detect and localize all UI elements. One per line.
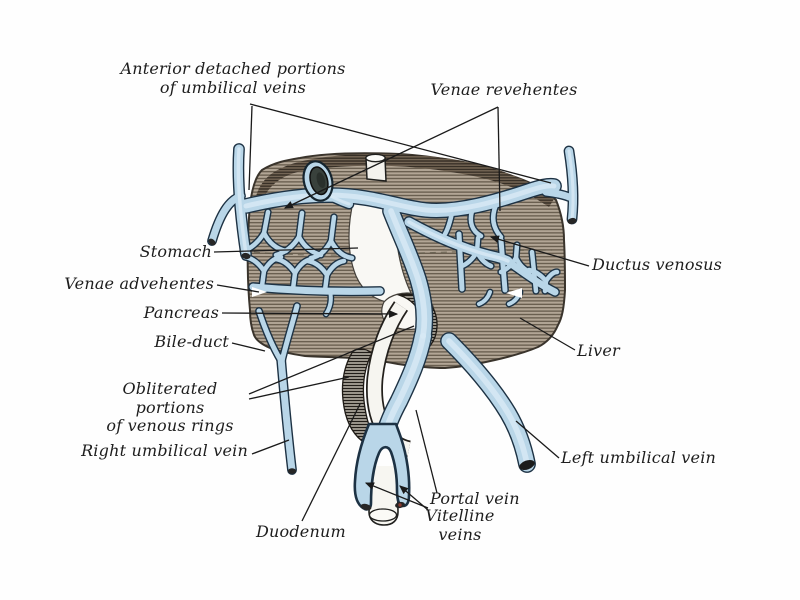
- vein-segment: [498, 237, 508, 293]
- vein-segment: [474, 235, 481, 255]
- vein-segment: [324, 289, 333, 316]
- label-pancreas: Pancreas: [143, 303, 219, 322]
- vein-segment: [456, 231, 465, 292]
- leader-liver: [519, 317, 576, 351]
- leader-venae-revehentes-left: [283, 106, 499, 209]
- vein-segment: [477, 290, 492, 306]
- leader-vitelline-left: [364, 482, 429, 509]
- vitelline-red-dot: [398, 503, 402, 507]
- label-duodenum: Duodenum: [256, 522, 346, 541]
- label-portal-vein: Portal vein: [430, 489, 520, 508]
- label-obliterated-portions: Obliterated portions of venous rings: [106, 379, 234, 436]
- vein-segment: [567, 149, 575, 221]
- label-venae-revehentes: Venae revehentes: [430, 80, 578, 99]
- leader-portal-vein: [415, 409, 438, 494]
- leader-bile-duct: [231, 342, 266, 352]
- leader-stomach: [213, 247, 359, 253]
- vitelline-vein-open-tube: [368, 465, 399, 526]
- label-stomach: Stomach: [139, 242, 212, 261]
- vein-segment: [259, 268, 267, 289]
- leader-venae-revehentes-right: [497, 106, 501, 212]
- label-right-umbilical-vein: Right umbilical vein: [81, 441, 248, 460]
- vein-segment: [290, 270, 298, 292]
- vein-segment: [324, 258, 347, 278]
- vein-segment: [296, 210, 305, 240]
- vein-segment: [407, 220, 510, 263]
- vein-segment: [442, 210, 455, 237]
- vein-segment: [328, 214, 337, 244]
- vein-segment: [236, 147, 248, 256]
- leader-vitelline-right: [399, 485, 429, 511]
- leader-obliterated-upper: [248, 325, 415, 395]
- umbilical-vein-stump-cylinder: [365, 153, 387, 182]
- vein-segment: [273, 256, 298, 276]
- vein-segment: [277, 354, 296, 474]
- vein-segment: [261, 254, 284, 274]
- leader-pancreas: [221, 310, 399, 318]
- white-arrow-right: [506, 288, 522, 298]
- leader-anterior-right: [249, 103, 552, 184]
- vein-segment: [491, 202, 504, 240]
- label-left-umbilical-vein: Left umbilical vein: [561, 448, 717, 467]
- white-arrow-left: [252, 287, 267, 297]
- leader-duodenum: [301, 403, 361, 522]
- vessel-cut-ends: [208, 217, 577, 511]
- vein-segment: [249, 283, 384, 295]
- vein-segment: [328, 238, 355, 261]
- label-bile-duct: Bile-duct: [154, 332, 229, 351]
- leader-venae-advehentes: [216, 284, 260, 293]
- vein-segment: [388, 208, 428, 339]
- vein-network: [207, 143, 579, 475]
- leader-left-umbilical: [515, 420, 560, 459]
- cut-umbilical-vein-tube: [302, 160, 334, 202]
- vein-segment: [468, 208, 484, 239]
- leader-lines: [213, 103, 590, 522]
- label-ductus-venosus: Ductus venosus: [592, 255, 723, 274]
- liver-top-band: [254, 153, 554, 210]
- vein-segment: [446, 338, 530, 467]
- vein-segment: [261, 209, 271, 236]
- vein-segment: [305, 258, 330, 278]
- leader-right-umbilical: [251, 439, 290, 455]
- leader-obliterated-lower: [248, 376, 350, 400]
- vein-segment: [322, 272, 330, 293]
- leader-anterior-left: [248, 105, 253, 191]
- label-liver: Liver: [577, 341, 620, 360]
- label-vitelline-veins: Vitelline veins: [425, 506, 495, 544]
- label-venae-advehentes: Venae advehentes: [64, 274, 214, 293]
- label-anterior-detached: Anterior detached portions of umbilical …: [120, 59, 346, 97]
- vein-segment: [543, 269, 560, 284]
- leader-ductus-venosus: [489, 235, 590, 267]
